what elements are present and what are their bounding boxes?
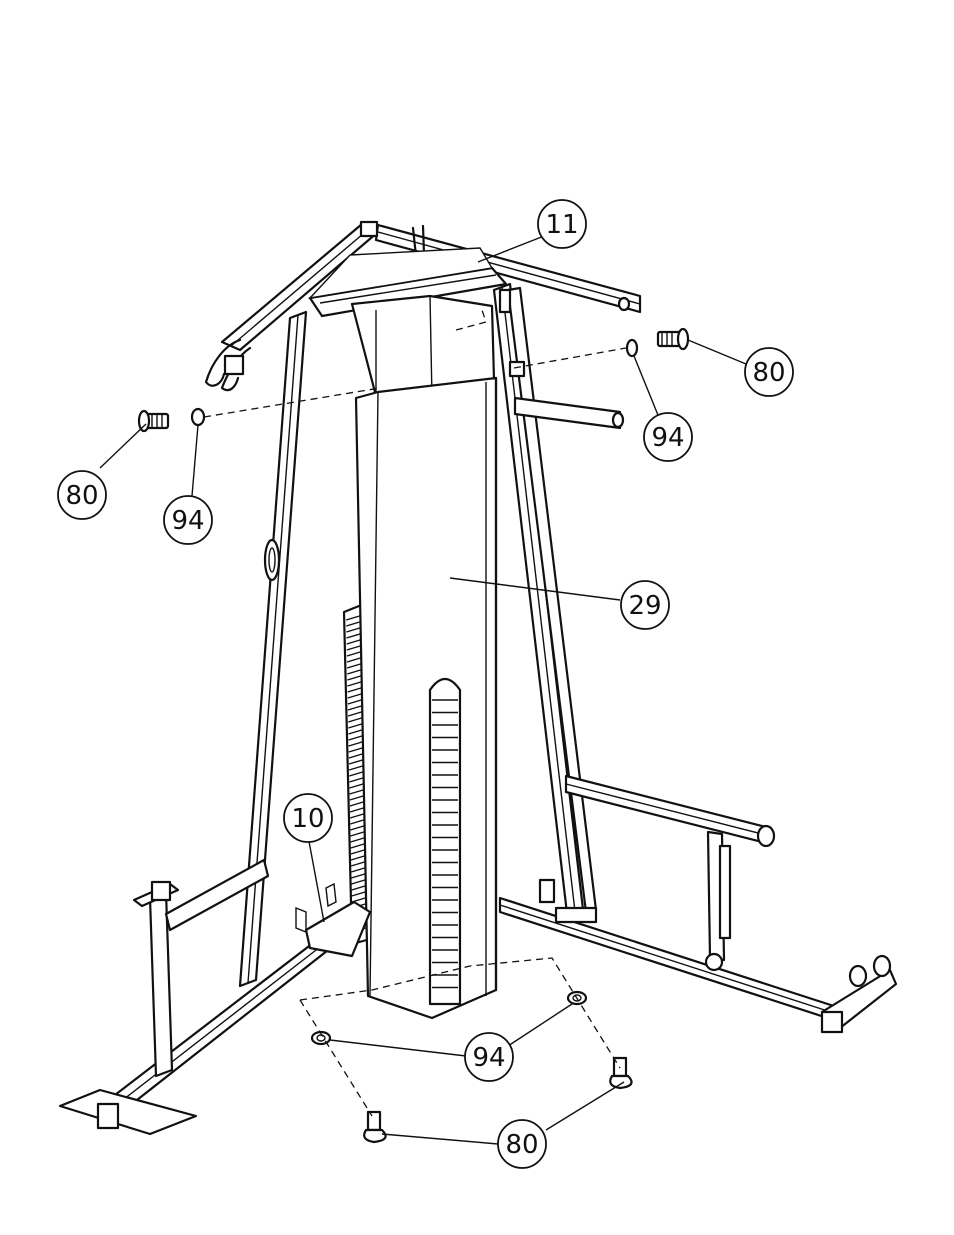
callout-10: 10 [284,794,332,842]
callout-94-right-label: 94 [651,423,684,453]
callout-80-left-label: 80 [65,481,98,511]
callout-29-label: 29 [628,591,661,621]
bolt-80-bottom-left [364,1112,385,1142]
bolt-80-left [139,411,168,431]
callout-94-bottom: 94 [465,1033,513,1081]
callout-29: 29 [621,581,669,629]
callout-80-bottom-label: 80 [505,1130,538,1160]
callout-94-bottom-label: 94 [472,1043,505,1073]
callout-11-label: 11 [545,210,578,240]
callout-11: 11 [538,200,586,248]
callout-80-bottom: 80 [498,1120,546,1168]
callout-80-left: 80 [58,471,106,519]
callout-10-label: 10 [291,804,324,834]
callout-94-left: 94 [164,496,212,544]
washer-94-left [192,409,204,425]
washer-94-right [627,340,637,356]
callout-80-right: 80 [745,348,793,396]
callout-80-right-label: 80 [752,358,785,388]
bolt-80-right [658,329,688,349]
weight-shroud [352,296,496,1018]
callout-94-left-label: 94 [171,506,204,536]
callout-94-right: 94 [644,413,692,461]
